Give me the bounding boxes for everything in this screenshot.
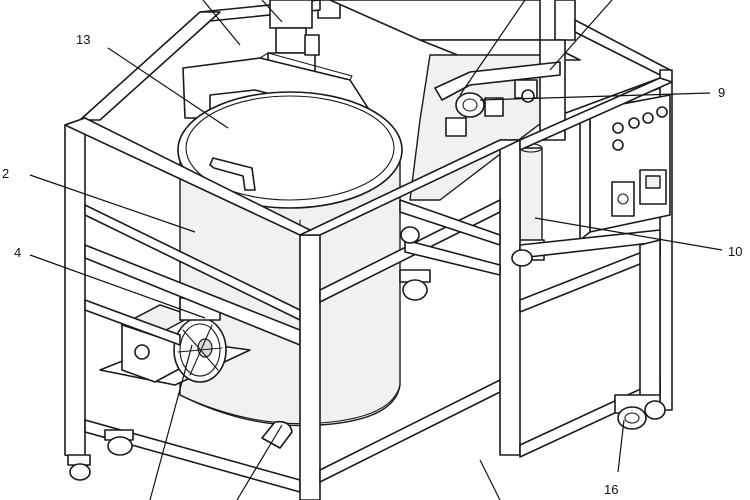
caster-wheel-icon	[67, 454, 91, 481]
switch-icon	[611, 181, 635, 217]
callout-9: 9	[718, 85, 725, 100]
callout-labels: 2 4 9 10 13 16	[2, 32, 742, 497]
control-box	[579, 94, 671, 241]
callout-4: 4	[14, 245, 21, 260]
leader-lines	[29, 0, 723, 500]
caster-wheel-icon	[614, 394, 666, 430]
clamp-part-9	[434, 61, 561, 137]
callout-2: 2	[2, 166, 9, 181]
caster-wheel-icon	[399, 226, 533, 301]
lid-handle-icon	[209, 157, 256, 191]
indicator-light-icon	[642, 112, 654, 124]
callout-10: 10	[728, 244, 742, 259]
callout-16: 16	[604, 482, 618, 497]
callout-13: 13	[76, 32, 90, 47]
caster-wheel-icon	[104, 429, 134, 456]
indicator-light-icon	[612, 122, 624, 134]
indicator-light-icon	[612, 139, 624, 151]
front-frame	[64, 77, 673, 500]
casters	[67, 226, 666, 481]
indicator-light-icon	[656, 106, 668, 118]
indicator-light-icon	[628, 117, 640, 129]
